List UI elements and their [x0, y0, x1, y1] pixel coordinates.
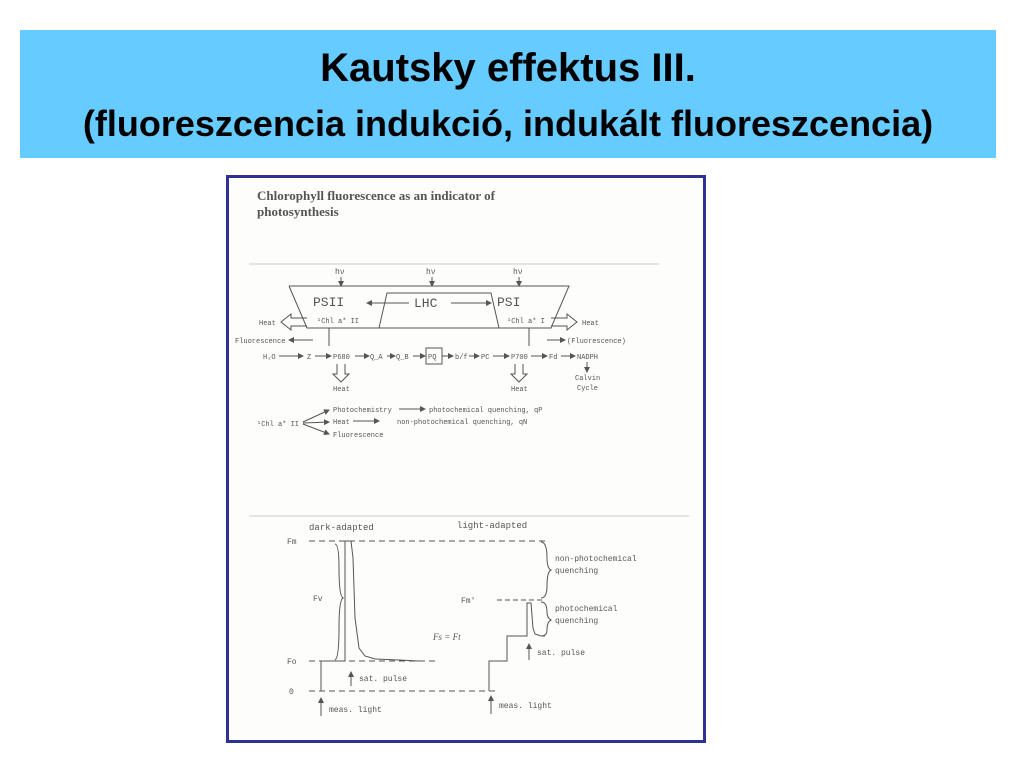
photo-label-2: quenching: [555, 617, 598, 626]
fluorescence-label-right: (Fluorescence): [567, 338, 626, 346]
heat-label-down-psi: Heat: [511, 386, 528, 394]
fluorescence-label-left: Fluorescence: [235, 338, 285, 346]
figure-diagram: Chlorophyll fluorescence as an indicator…: [235, 188, 689, 716]
heat-label-left: Heat: [259, 320, 276, 328]
calvin-label: Calvin: [575, 375, 600, 383]
scanned-figure: Chlorophyll fluorescence as an indicator…: [226, 175, 706, 743]
psii-label: PSII: [313, 295, 344, 310]
ft-label: Fs = Ft: [432, 632, 461, 642]
slide-subtitle: (fluoreszcencia indukció, indukált fluor…: [82, 103, 934, 144]
nadph-label: NADPH: [577, 354, 598, 362]
light-adapted-label: light-adapted: [457, 521, 527, 531]
fd-label: Fd: [549, 354, 557, 362]
meas-light-label-light: meas. light: [499, 702, 552, 711]
cycle-label: Cycle: [577, 385, 598, 393]
figure-heading-line1: Chlorophyll fluorescence as an indicator…: [257, 188, 496, 203]
fm-prime-label: Fm': [461, 597, 475, 606]
heat-arrow-down-psii: [331, 364, 351, 383]
title-banner: Kautsky effektus III. (fluoreszcencia in…: [20, 30, 996, 158]
photochemistry-label: Photochemistry: [333, 407, 392, 415]
nonphoto-label-2: quenching: [555, 567, 598, 576]
zero-label: 0: [289, 688, 294, 697]
hv-label-psi: hν: [513, 268, 523, 277]
pathway-branch-fluorescence: [302, 423, 330, 436]
lhc-label: LHC: [414, 296, 438, 311]
heat-arrow-left: [280, 312, 307, 332]
slide-title: Kautsky effektus III.: [320, 46, 696, 90]
sat-pulse-label-dark: sat. pulse: [359, 675, 407, 684]
h2o-label: H₂O: [263, 354, 276, 362]
bf-label: b/f: [455, 354, 468, 362]
chl-psi-label: ¹Chl a* I: [507, 318, 545, 326]
p680-label: P680: [333, 354, 350, 362]
dark-adapted-trace: [320, 540, 420, 691]
dark-adapted-label: dark-adapted: [309, 523, 374, 533]
chl-psii-label: ¹Chl a* II: [317, 318, 359, 326]
nonphotochemical-quenching-label: non-photochemical quenching, qN: [397, 419, 527, 427]
hv-label-psii: hν: [335, 268, 345, 277]
sat-pulse-label-light: sat. pulse: [537, 649, 585, 658]
light-adapted-trace: [488, 602, 545, 691]
pathways-source-label: ¹Chl a* II: [257, 421, 299, 429]
heat-label-down-psii: Heat: [333, 386, 350, 394]
nonphotochemical-brace: [540, 541, 553, 599]
inner-membrane-outline: [378, 292, 500, 329]
fv-brace: [334, 543, 345, 661]
heat-arrow-down-psi: [509, 364, 529, 383]
pathway-heat-label: Heat: [333, 419, 350, 427]
fm-label: Fm: [287, 538, 297, 547]
meas-light-label-dark: meas. light: [329, 706, 382, 715]
fv-label: Fv: [313, 595, 323, 604]
photo-label-1: photochemical: [555, 605, 618, 614]
fo-label: Fo: [287, 658, 297, 667]
hv-label-lhc: hν: [426, 268, 436, 277]
nonphoto-label-1: non-photochemical: [555, 555, 637, 564]
photochemical-quenching-label: photochemical quenching, qP: [429, 407, 542, 415]
heat-arrow-right: [551, 312, 578, 332]
heat-label-right: Heat: [582, 320, 599, 328]
figure-heading-line2: photosynthesis: [257, 204, 339, 219]
psi-label: PSI: [497, 295, 520, 310]
pathway-branch-photochemistry: [302, 409, 330, 423]
pathway-fluorescence-label: Fluorescence: [333, 432, 383, 440]
pc-label: PC: [481, 354, 489, 362]
p700-label: P700: [511, 354, 528, 362]
z-label: Z: [307, 354, 311, 362]
qa-label: Q_A: [370, 354, 383, 362]
pathway-branch-heat: [302, 419, 330, 426]
photochemical-brace: [540, 601, 553, 637]
qb-label: Q_B: [396, 354, 409, 362]
pq-label: PQ: [428, 354, 436, 362]
